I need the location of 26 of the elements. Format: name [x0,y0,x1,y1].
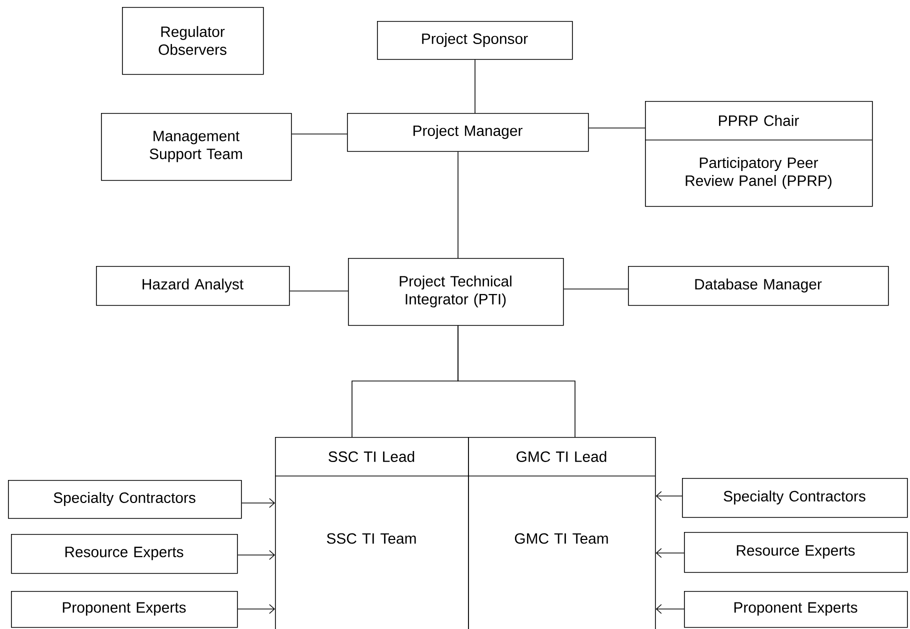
connector [656,548,684,558]
connector [237,550,275,560]
connector [458,325,576,438]
role-box: Proponent Experts [11,591,238,628]
connector [656,491,682,501]
role-box: Management Support Team [101,113,292,181]
role-box: Proponent Experts [684,591,908,628]
role-box: Specialty Contractors [682,478,908,518]
role-box: Project Manager [347,113,589,152]
role-box: Database Manager [628,266,889,306]
role-box: Regulator Observers [122,7,264,75]
connector [237,604,275,614]
connector [656,604,684,614]
role-box: Hazard Analyst [96,266,290,306]
team-box: SSC TI Lead SSC TI Team [274,437,469,629]
team-box: GMC TI Lead GMC TI Team [468,437,656,629]
connector [241,498,275,508]
connector [289,290,348,292]
role-box: Project Technical Integrator (PTI) [348,258,564,326]
role-box: Specialty Contractors [8,480,242,519]
role-box: Project Sponsor [377,21,573,60]
role-box: Resource Experts [11,534,238,574]
role-box: Resource Experts [684,532,908,573]
panel-box: PPRP Chair Participatory Peer Review Panel (PPRP) [644,101,873,207]
connector [474,59,476,114]
connector [563,288,628,290]
